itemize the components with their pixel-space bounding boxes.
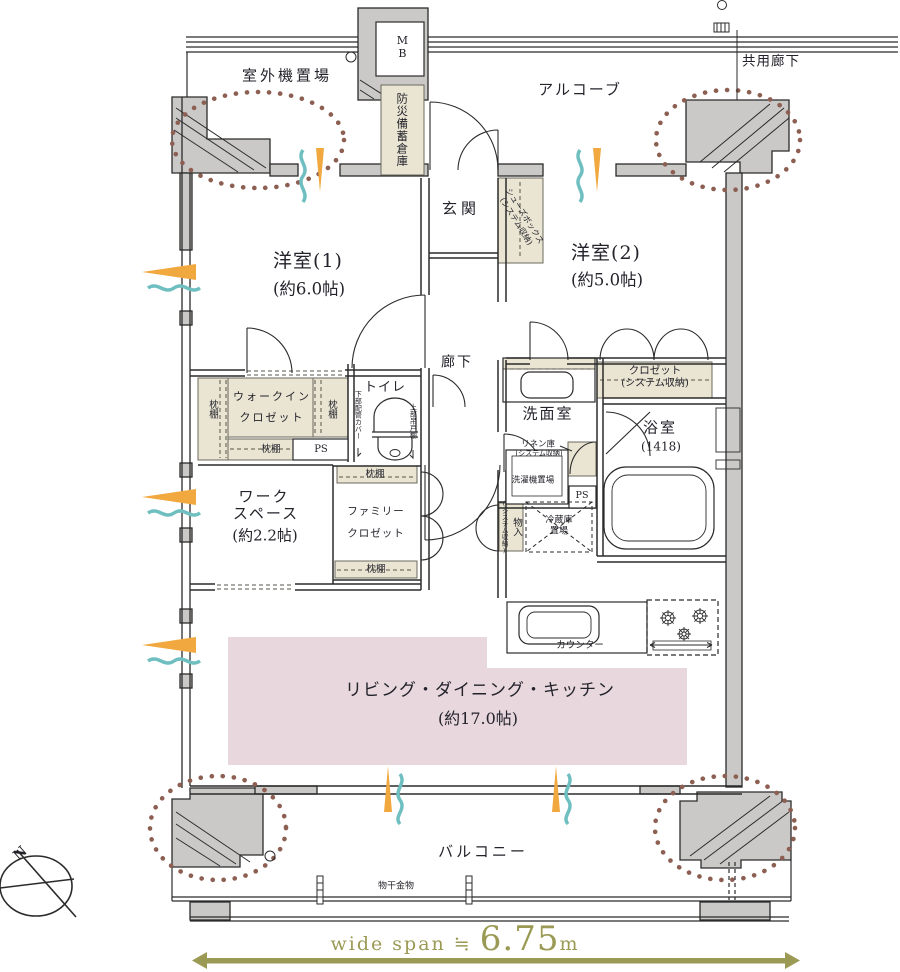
label-workspace-line2: スペース (232, 504, 300, 523)
label-shelf-fc-top: 枕棚 (365, 469, 385, 481)
label-ldk-area: (約17.0帖) (437, 709, 519, 728)
bathtub (603, 466, 715, 550)
pillar-hatch (173, 79, 790, 867)
label-laundry-hardware: 物干金物 (377, 881, 415, 892)
label-shelf-bottom: 枕棚 (261, 444, 281, 456)
storage-dashes (217, 182, 709, 590)
vanity (502, 357, 596, 403)
sun-breeze-symbols (142, 148, 601, 826)
label-fridge-line1: 冷蔵庫 (545, 515, 573, 526)
label-wic-line1: ウォークイン (233, 390, 311, 404)
mb-box (375, 21, 425, 77)
label-alcove: アルコーブ (538, 80, 622, 99)
balcony-railing (171, 860, 792, 922)
fridge-space (525, 501, 593, 553)
label-family-closet-line2: クロゼット (347, 527, 405, 540)
pillar-bottom-left (171, 787, 264, 868)
label-ps2: PS (575, 490, 589, 502)
label-counter: カウンター (556, 640, 604, 652)
label-room1-area: (約6.0帖) (272, 279, 346, 299)
ps1-box (292, 438, 349, 461)
kitchen-sink (518, 605, 600, 645)
wic-left-shelf (197, 377, 229, 461)
label-workspace-line1: ワーク (238, 487, 290, 506)
interior-walls (190, 178, 742, 795)
label-room2-area: (約5.0帖) (570, 270, 644, 290)
label-lower-pipe-cover: 下部配管カバー (354, 390, 363, 440)
door-arcs (246, 101, 709, 561)
label-upper-cabinet: 上部吊戸棚 (409, 403, 418, 439)
label-storage-compartment: 物入 (510, 517, 522, 537)
top-railing (186, 36, 898, 97)
label-family-closet-line1: ファミリー (347, 505, 405, 518)
label-fridge-line2: 置場 (549, 526, 569, 537)
label-linen-line1: リネン庫 (520, 439, 556, 450)
pillar-bottom-right (679, 791, 792, 869)
label-bathroom: 浴室 (642, 418, 678, 437)
ldk-floor-area (228, 637, 687, 765)
pillar-dotted-circles (147, 87, 803, 883)
label-shelf-right: 枕棚 (325, 399, 337, 419)
label-shelf-fc-bottom: 枕棚 (366, 564, 386, 576)
pillar-top-right (685, 99, 790, 174)
disaster-storage-box (380, 84, 425, 176)
label-closet2-line1: クロゼット (628, 364, 682, 377)
wic-center (227, 377, 314, 438)
storage-compartment-box (498, 502, 524, 552)
label-workspace-area: (約2.2帖) (232, 526, 298, 545)
wide-span-value: 6.75 (479, 918, 560, 959)
label-ps1: PS (314, 443, 328, 455)
wide-span-unit: m (559, 932, 580, 955)
stove-burners (649, 608, 713, 648)
label-washroom: 洗面室 (522, 404, 574, 423)
label-washer-space: 洗濯機置場 (511, 475, 555, 486)
label-toilet: トイレ (363, 379, 407, 395)
label-room2-name: 洋室(2) (571, 242, 641, 265)
label-linen-line2: (システム収納) (515, 449, 563, 458)
toilet (372, 397, 418, 461)
label-wide-span: wide span ≒ 6.75m (331, 918, 580, 961)
leaders (264, 0, 738, 905)
label-disaster-storage: 防災備蓄倉庫 (395, 92, 410, 168)
label-shelf-left: 枕棚 (206, 399, 218, 419)
label-meter-box: MB (395, 34, 409, 60)
label-entrance: 玄関 (441, 199, 481, 218)
pillar-top-left (171, 96, 271, 174)
label-room1-name: 洋室(1) (273, 250, 343, 273)
label-outdoor-unit: 室外機置場 (241, 66, 333, 85)
label-ldk-name: リビング・ダイニング・キッチン (345, 680, 615, 701)
wide-span-prefix: wide span ≒ (330, 932, 480, 955)
label-closet2-line2: (システム収納) (621, 377, 689, 389)
label-shared-corridor: 共用廊下 (742, 53, 800, 70)
right-wall (725, 172, 743, 788)
bath-counter (715, 407, 741, 453)
label-storage-compartment-sub: (システム収納) (500, 499, 509, 555)
label-bathroom-size: (1418) (641, 439, 681, 454)
label-corridor: 廊下 (441, 354, 473, 371)
label-balcony: バルコニー (438, 842, 528, 861)
compass-icon (0, 849, 77, 918)
stove (646, 599, 719, 656)
label-wic-line2: クロゼット (239, 411, 305, 425)
wic-right-shelf (312, 377, 349, 438)
dimension-arrow (192, 952, 800, 969)
walls (171, 7, 792, 921)
